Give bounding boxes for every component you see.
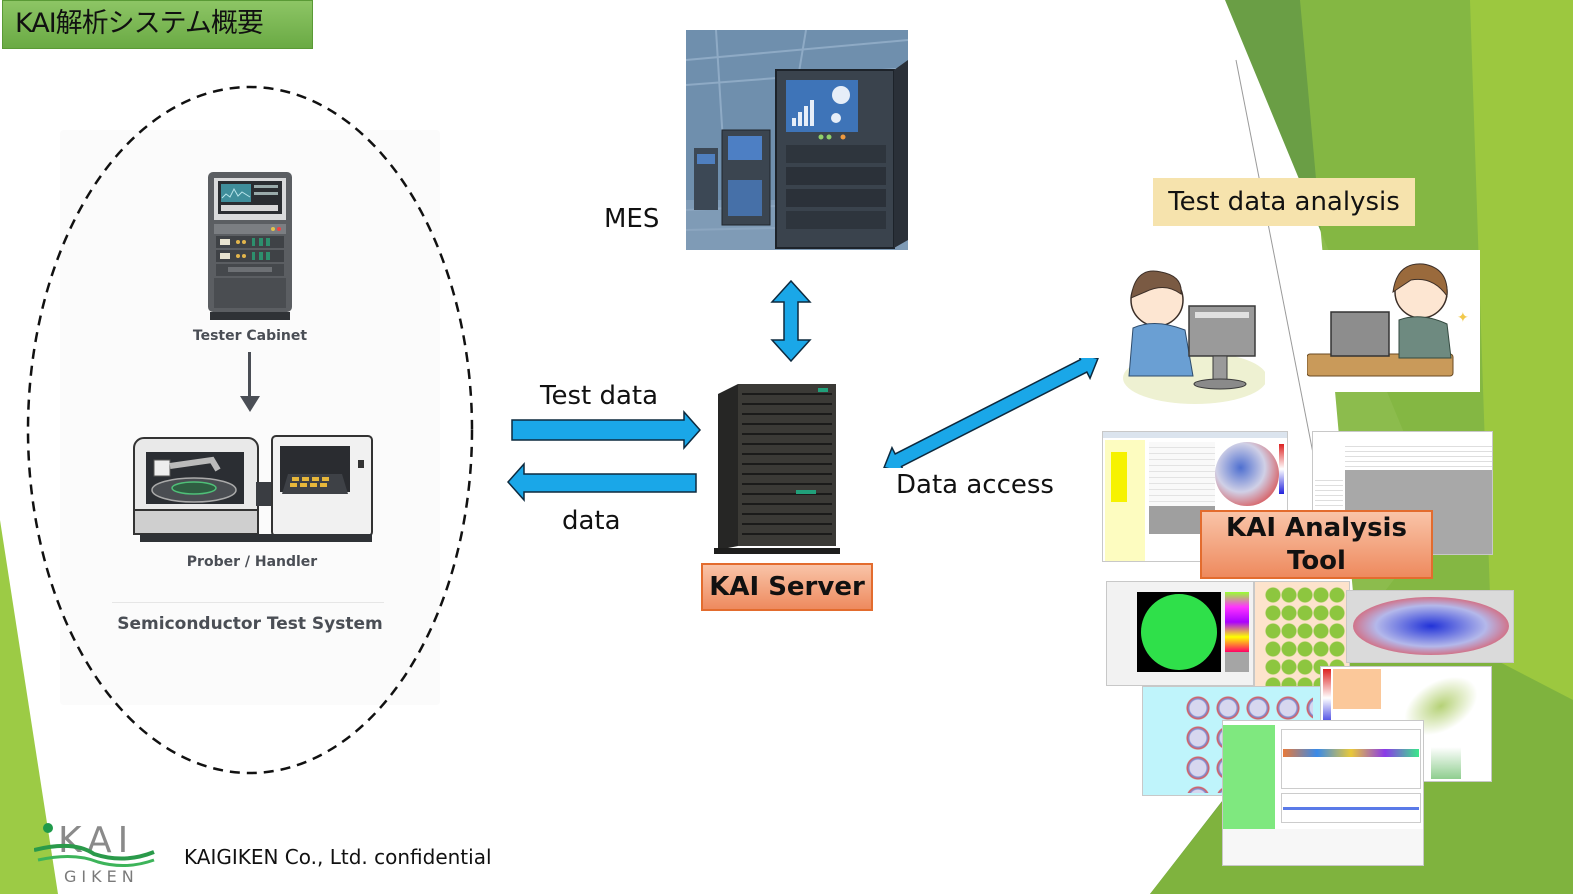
test-system-label: Semiconductor Test System [117,614,383,634]
svg-text:✦: ✦ [1457,310,1469,326]
engineer-female-icon: ✦ [1307,250,1480,392]
engineer-male-icon [1123,270,1265,404]
bg-shape-left [0,520,58,894]
analysis-screen-heatmap [1346,590,1514,663]
test-data-label: Test data [540,381,659,411]
tester-cabinet-icon [208,172,292,320]
confidential-footer: KAIGIKEN Co., Ltd. confidential [184,845,492,869]
caption-divider [112,602,384,603]
data-access-label: Data access [896,470,1054,500]
slide-title: KAI解析システム概要 [2,0,313,49]
logo-sub-text: GIKEN [64,867,139,886]
analysis-screen-bin-map [1106,581,1254,686]
kai-analysis-tool-line1: KAI Analysis [1226,513,1407,543]
tower-server-icon [714,384,840,554]
test-data-analysis-label: Test data analysis [1153,178,1415,226]
data-label: data [562,506,621,536]
data-access-arrow [883,358,1099,468]
prober-handler-icon [133,435,373,542]
test-system-boundary [26,85,474,775]
test-data-arrow [511,410,702,450]
kai-giken-logo-icon: KAI GIKEN [34,820,155,886]
kai-server-label: KAI Server [701,563,873,611]
mes-server-link-arrow [770,280,812,362]
prober-handler-label: Prober / Handler [186,554,318,570]
kai-analysis-tool-line2: Tool [1287,546,1346,576]
down-arrow-icon [240,352,260,412]
tester-cabinet-label: Tester Cabinet [192,328,308,344]
mes-server-rack-icon [686,30,908,250]
data-return-arrow [506,462,697,502]
kai-analysis-tool-label: KAI Analysis Tool [1200,510,1433,579]
mes-label: MES [604,204,660,234]
analysis-screen-trend-chart [1222,720,1424,866]
